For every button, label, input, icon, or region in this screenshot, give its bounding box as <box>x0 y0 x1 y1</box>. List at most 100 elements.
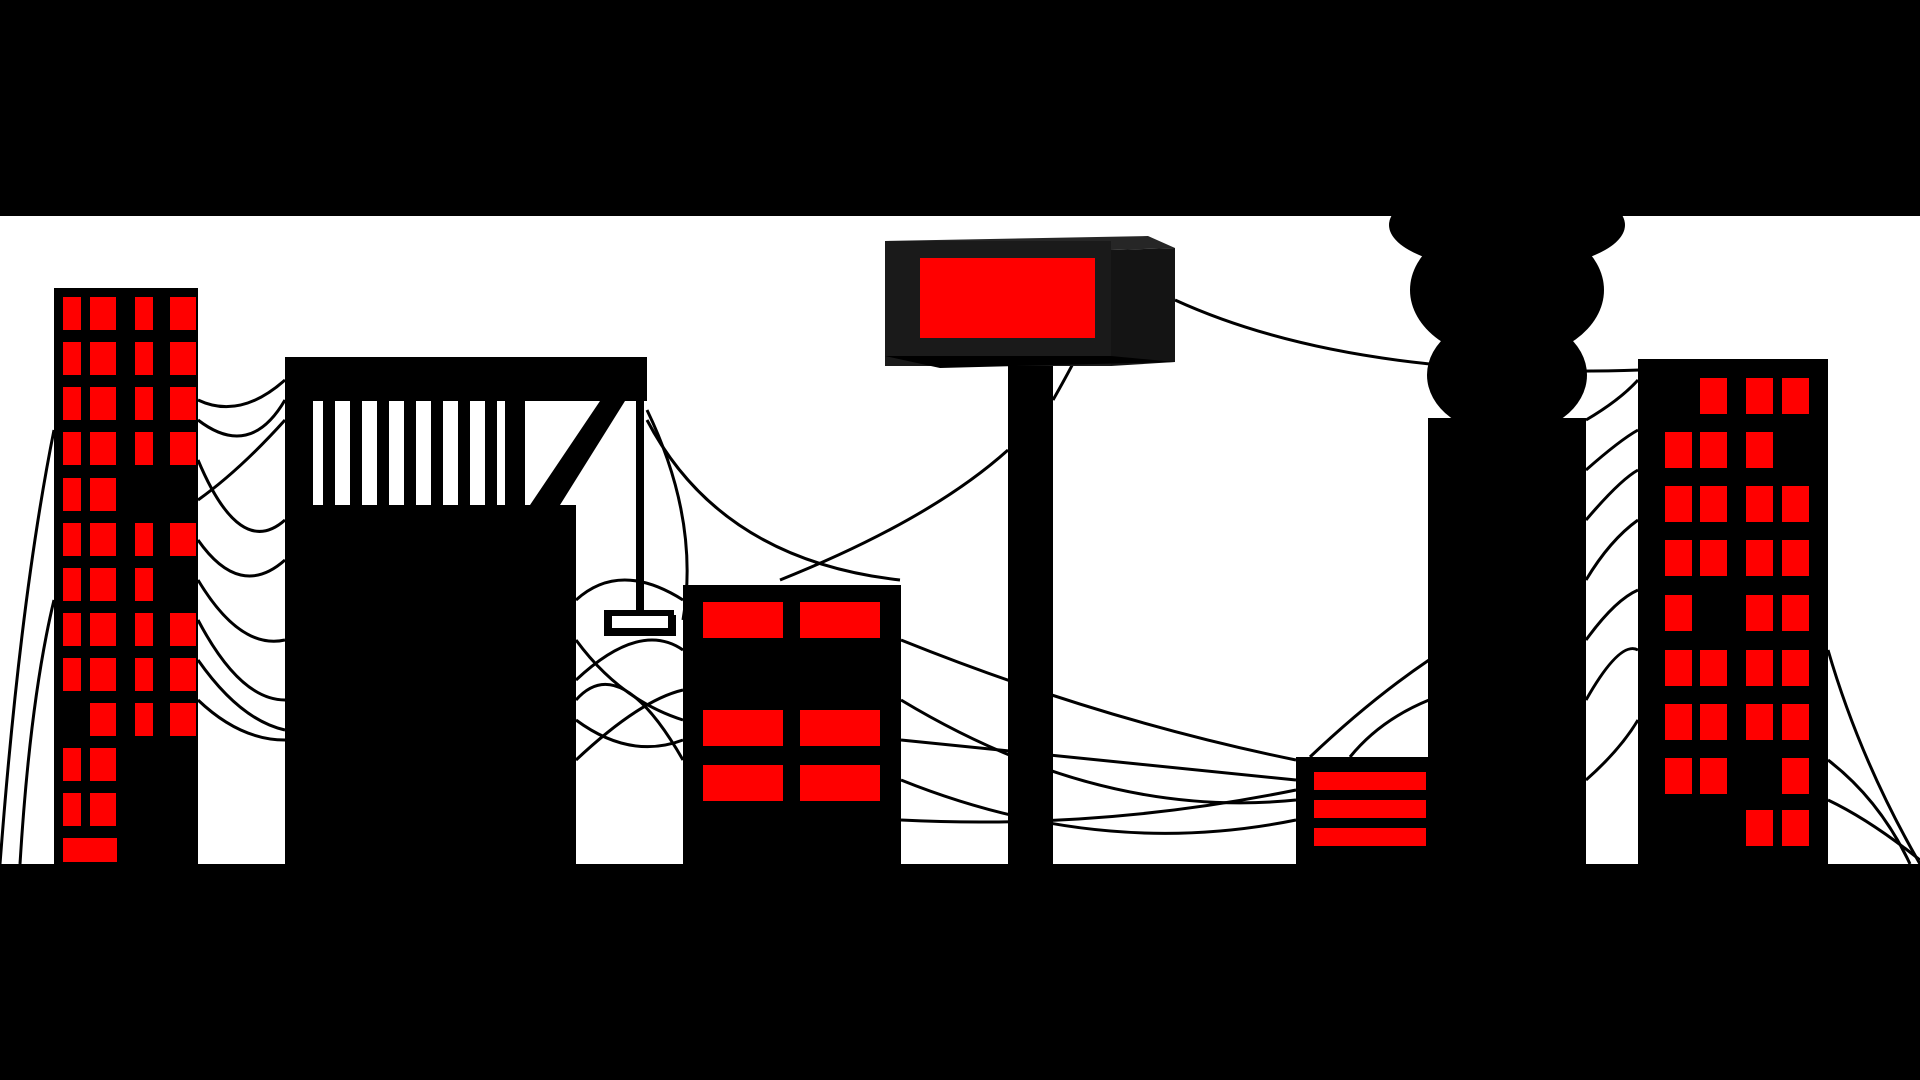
left-tower-window <box>63 793 81 826</box>
left-tower-window <box>63 613 81 646</box>
left-tower-window <box>90 613 116 646</box>
left-tower-window <box>90 387 116 420</box>
power-wire <box>196 619 286 702</box>
right-tower-window <box>1782 758 1809 794</box>
power-wire <box>574 688 684 762</box>
power-wire <box>18 599 56 865</box>
left-tower-window <box>170 703 196 736</box>
left-tower-window <box>90 342 116 375</box>
right-tower-window <box>1746 378 1773 414</box>
power-wire <box>1826 649 1920 865</box>
left-tower-window <box>170 342 196 375</box>
power-wire <box>1584 518 1639 581</box>
right-tower-window <box>1782 378 1809 414</box>
left-tower-window <box>170 387 196 420</box>
left-tower-window <box>170 613 196 646</box>
power-wire <box>1827 798 1920 862</box>
power-wire <box>574 638 684 682</box>
power-wire <box>197 418 287 502</box>
left-tower-window <box>170 658 196 691</box>
right-tower-window <box>1665 432 1692 468</box>
power-wire <box>900 638 1297 762</box>
left-tower-window <box>90 793 116 826</box>
power-wire <box>1348 698 1430 758</box>
right-tower-window <box>1665 650 1692 686</box>
billboard-pole <box>1008 360 1053 864</box>
power-wire <box>1585 428 1639 472</box>
left-tower-window <box>90 658 116 691</box>
crane-top-beam <box>285 357 647 401</box>
left-tower-window <box>63 748 81 781</box>
right-tower-window <box>1746 540 1773 576</box>
middle-building-window <box>800 765 880 801</box>
right-tower-window <box>1782 540 1809 576</box>
crane-building-body <box>285 505 576 864</box>
left-tower-window <box>135 387 153 420</box>
left-tower-window <box>135 703 153 736</box>
middle-building-window <box>703 602 783 638</box>
left-tower-window <box>63 432 81 465</box>
power-wire <box>900 778 1297 835</box>
windows <box>63 297 1809 862</box>
power-wire <box>645 419 901 582</box>
power-wire <box>1584 588 1639 641</box>
right-tower-window <box>1665 486 1692 522</box>
left-tower-window <box>170 297 196 330</box>
power-wire <box>574 578 684 602</box>
power-wire <box>1585 378 1640 422</box>
left-tower-window <box>63 838 117 862</box>
power-wire <box>574 682 685 761</box>
power-wire <box>196 659 286 732</box>
power-wire <box>196 579 286 643</box>
left-tower-window <box>135 568 153 601</box>
right-tower-window <box>1746 650 1773 686</box>
right-tower-window <box>1665 540 1692 576</box>
power-wire <box>0 429 56 865</box>
right-tower-window <box>1746 595 1773 631</box>
right-tower-window <box>1746 486 1773 522</box>
right-tower-window <box>1700 432 1727 468</box>
power-wire <box>196 698 286 742</box>
left-tower-window <box>135 297 153 330</box>
middle-building-window <box>800 710 880 746</box>
power-wire <box>1827 758 1912 865</box>
power-wire <box>1584 647 1639 701</box>
right-tower-window <box>1782 650 1809 686</box>
left-tower-window <box>170 432 196 465</box>
middle-building-window <box>703 710 783 746</box>
power-wire <box>1308 658 1430 759</box>
small-building-window <box>1314 828 1426 846</box>
right-tower-window <box>1746 432 1773 468</box>
small-building-window <box>1314 772 1426 790</box>
right-tower-window <box>1700 704 1727 740</box>
left-tower-window <box>90 568 116 601</box>
small-building-window <box>1314 800 1426 818</box>
right-tower-window <box>1700 486 1727 522</box>
top-letterbox-bar <box>0 0 1920 216</box>
right-tower-window <box>1746 704 1773 740</box>
power-wire <box>1584 468 1639 521</box>
power-wire <box>900 738 1297 782</box>
crane-slats <box>305 400 525 505</box>
left-tower-window <box>63 658 81 691</box>
right-tower-window <box>1700 758 1727 794</box>
power-wires <box>0 298 1920 865</box>
billboard-side <box>1111 248 1175 366</box>
power-wire <box>779 448 1010 582</box>
right-tower-window <box>1782 595 1809 631</box>
right-tower-window <box>1782 486 1809 522</box>
middle-building-window <box>800 602 880 638</box>
left-tower-window <box>135 613 153 646</box>
power-wire <box>196 459 286 533</box>
smokestack <box>1428 418 1586 864</box>
right-tower-window <box>1782 810 1809 846</box>
power-wire <box>196 539 286 578</box>
left-tower-window <box>90 748 116 781</box>
billboard-bottom <box>885 356 1175 368</box>
left-tower-window <box>90 297 116 330</box>
crane-cable <box>636 400 644 610</box>
left-tower-window <box>170 523 196 556</box>
middle-building-window <box>703 765 783 801</box>
power-wire <box>900 698 1297 805</box>
